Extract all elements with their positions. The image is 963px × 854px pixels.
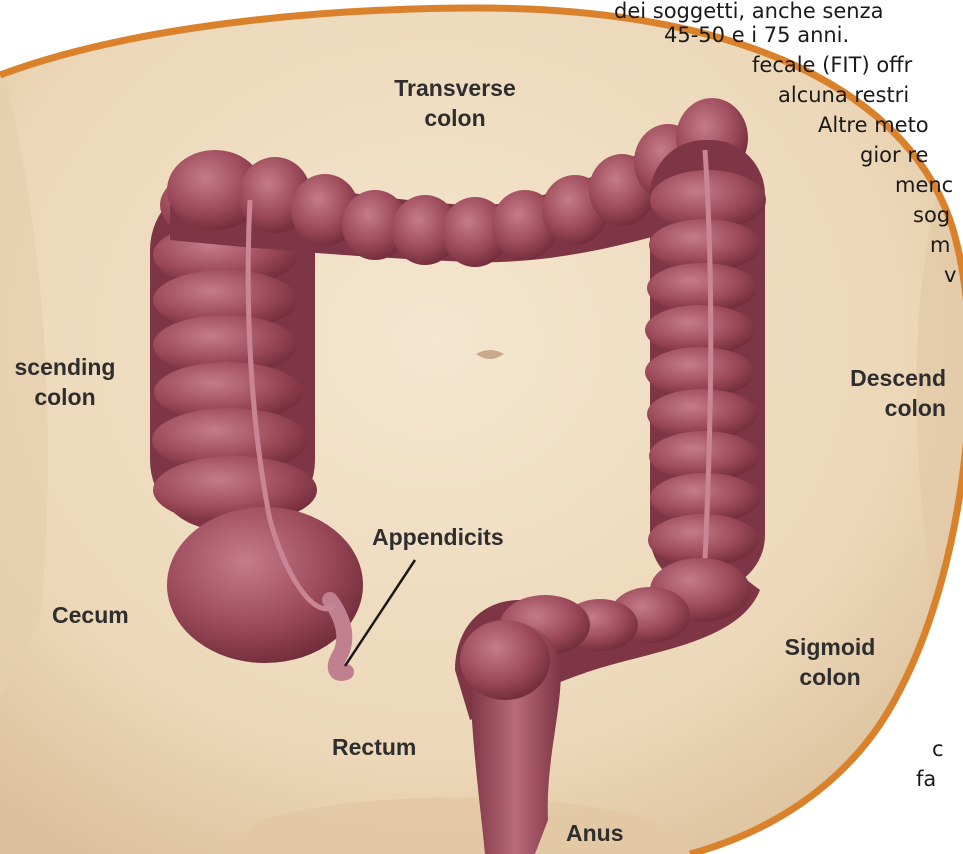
label-sigmoid-colon: Sigmoid colon xyxy=(770,632,890,692)
label-transverse-line-2: colon xyxy=(350,103,560,133)
paragraph-line-7: menc xyxy=(895,173,953,197)
paragraph-line-8: sog xyxy=(913,203,950,227)
paragraph-line-11: c xyxy=(932,737,944,761)
label-descending-colon: Descend colon xyxy=(796,363,946,423)
paragraph-line-4: alcuna restri xyxy=(778,83,909,107)
paragraph-line-6: gior re xyxy=(860,143,928,167)
label-ascending-line-2: colon xyxy=(0,382,150,412)
label-sigmoid-line-2: colon xyxy=(770,662,890,692)
label-descending-line-2: colon xyxy=(796,393,946,423)
paragraph-line-9: m xyxy=(930,233,950,257)
paragraph-line-10: v xyxy=(944,263,956,287)
cecum xyxy=(167,507,363,663)
label-sigmoid-line-1: Sigmoid xyxy=(770,632,890,662)
paragraph-line-5: Altre meto xyxy=(818,113,929,137)
label-transverse-line-1: Transverse xyxy=(350,73,560,103)
paragraph-line-12: fa xyxy=(916,767,936,791)
label-ascending-line-1: scending xyxy=(0,352,150,382)
paragraph-line-3: fecale (FIT) offr xyxy=(752,53,912,77)
label-transverse-colon: Transverse colon xyxy=(350,73,560,133)
paragraph-line-1: dei soggetti, anche senza xyxy=(614,0,883,23)
label-appendix: Appendicits xyxy=(372,522,504,552)
label-descending-line-1: Descend xyxy=(796,363,946,393)
label-rectum: Rectum xyxy=(332,732,416,762)
label-ascending-colon: scending colon xyxy=(0,352,150,412)
label-cecum: Cecum xyxy=(52,600,129,630)
paragraph-line-2: 45-50 e i 75 anni. xyxy=(664,23,849,47)
label-anus: Anus xyxy=(566,818,624,848)
